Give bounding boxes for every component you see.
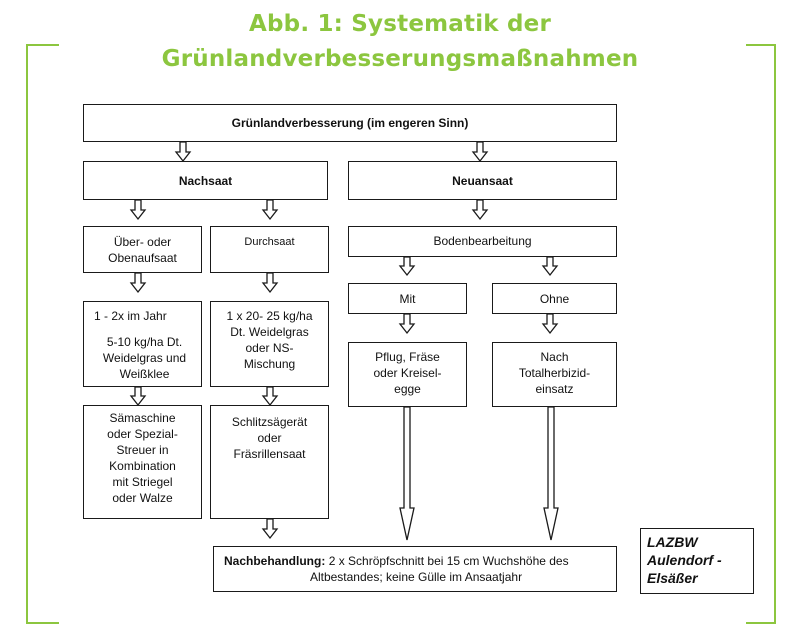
saem-line3: Streuer in	[116, 443, 169, 457]
arrow-rate1-saemaschine	[129, 386, 147, 407]
node-ueber-oder-obenaufsaat: Über- oder Obenaufsaat	[83, 226, 202, 273]
arrow-boden-mit	[398, 256, 416, 277]
arrow-neuansaat-boden	[471, 199, 489, 221]
arrow-root-neuansaat	[471, 141, 489, 163]
arrow-boden-ohne	[541, 256, 559, 277]
pflug-line3: egge	[394, 382, 421, 396]
arrow-schlitz-nachbehandlung	[261, 518, 279, 540]
nach-line3: einsatz	[535, 382, 574, 396]
node-rate-durchsaat: 1 x 20- 25 kg/ha Dt. Weidelgras oder NS-…	[210, 301, 329, 387]
arrow-nachsaat-durch	[261, 199, 279, 221]
nach-line1: Nach	[540, 350, 569, 364]
credit-box: LAZBW Aulendorf - Elsäßer	[640, 528, 754, 594]
node-mit: Mit	[348, 283, 467, 314]
schlitz-line3: Fräsrillensaat	[233, 447, 306, 461]
node-pflug: Pflug, Fräse oder Kreisel- egge	[348, 342, 467, 407]
ueber-line1: Über- oder	[113, 235, 172, 249]
node-durchsaat: Durchsaat	[210, 226, 329, 273]
schlitz-line2: oder	[257, 431, 282, 445]
nachbehandlung-text2: Altbestandes; keine Gülle im Ansaatjahr	[309, 570, 523, 584]
arrow-root-nachsaat	[174, 141, 192, 163]
arrow-ohne-nach	[541, 313, 559, 335]
ueber-line2: Obenaufsaat	[108, 251, 177, 265]
node-nachbehandlung: Nachbehandlung: 2 x Schröpfschnitt bei 1…	[213, 546, 617, 592]
pflug-line1: Pflug, Fräse	[375, 350, 440, 364]
node-neuansaat: Neuansaat	[348, 161, 617, 200]
rate2-line1: 1 x 20- 25 kg/ha	[226, 309, 313, 323]
frame-right-bracket	[746, 44, 776, 624]
arrow-nach-nachbehandlung	[543, 406, 559, 541]
rate2-line2: Dt. Weidelgras	[230, 325, 309, 339]
node-root: Grünlandverbesserung (im engeren Sinn)	[83, 104, 617, 142]
arrow-mit-pflug	[398, 313, 416, 335]
rate1-line4: Weißklee	[119, 367, 170, 381]
node-schlitzsaegeraet: Schlitzsägerät oder Fräsrillensaat	[210, 405, 329, 519]
arrow-ueber-rate1	[129, 272, 147, 294]
node-saemaschine: Sämaschine oder Spezial- Streuer in Komb…	[83, 405, 202, 519]
rate1-line1: 1 - 2x im Jahr	[94, 309, 167, 323]
arrow-pflug-nachbehandlung	[399, 406, 415, 541]
credit-line1: LAZBW	[647, 534, 698, 550]
node-nach-totalherbizid: Nach Totalherbizid- einsatz	[492, 342, 617, 407]
node-bodenbearbeitung: Bodenbearbeitung	[348, 226, 617, 257]
node-ohne: Ohne	[492, 283, 617, 314]
saem-line4: Kombination	[109, 459, 176, 473]
arrow-durch-rate2	[261, 272, 279, 294]
rate2-line4: Mischung	[243, 357, 296, 371]
credit-line3: Elsäßer	[647, 570, 698, 586]
credit-line2: Aulendorf -	[647, 552, 722, 568]
node-nachsaat: Nachsaat	[83, 161, 328, 200]
node-rate-nachsaat: 1 - 2x im Jahr 5-10 kg/ha Dt. Weidelgras…	[83, 301, 202, 387]
schlitz-line1: Schlitzsägerät	[231, 415, 308, 429]
rate2-line3: oder NS-	[245, 341, 294, 355]
nach-line2: Totalherbizid-	[518, 366, 591, 380]
nachbehandlung-line1: Nachbehandlung: 2 x Schröpfschnitt bei 1…	[224, 553, 608, 569]
nachbehandlung-text1: 2 x Schröpfschnitt bei 15 cm Wuchshöhe d…	[328, 554, 569, 568]
pflug-line2: oder Kreisel-	[373, 366, 442, 380]
arrow-nachsaat-ueber	[129, 199, 147, 221]
saem-line5: mit Striegel	[112, 475, 173, 489]
saem-line1: Sämaschine	[109, 411, 176, 425]
frame-left-bracket	[26, 44, 59, 624]
figure-title-line2: Grünlandverbesserungsmaßnahmen	[161, 46, 639, 72]
rate1-line2: 5-10 kg/ha Dt.	[106, 335, 183, 349]
figure-title-line1: Abb. 1: Systematik der	[249, 11, 551, 37]
rate1-line3: Weidelgras und	[102, 351, 187, 365]
nachbehandlung-label: Nachbehandlung:	[224, 554, 326, 568]
arrow-rate2-schlitz	[261, 386, 279, 407]
saem-line6: oder Walze	[112, 491, 173, 505]
saem-line2: oder Spezial-	[107, 427, 178, 441]
